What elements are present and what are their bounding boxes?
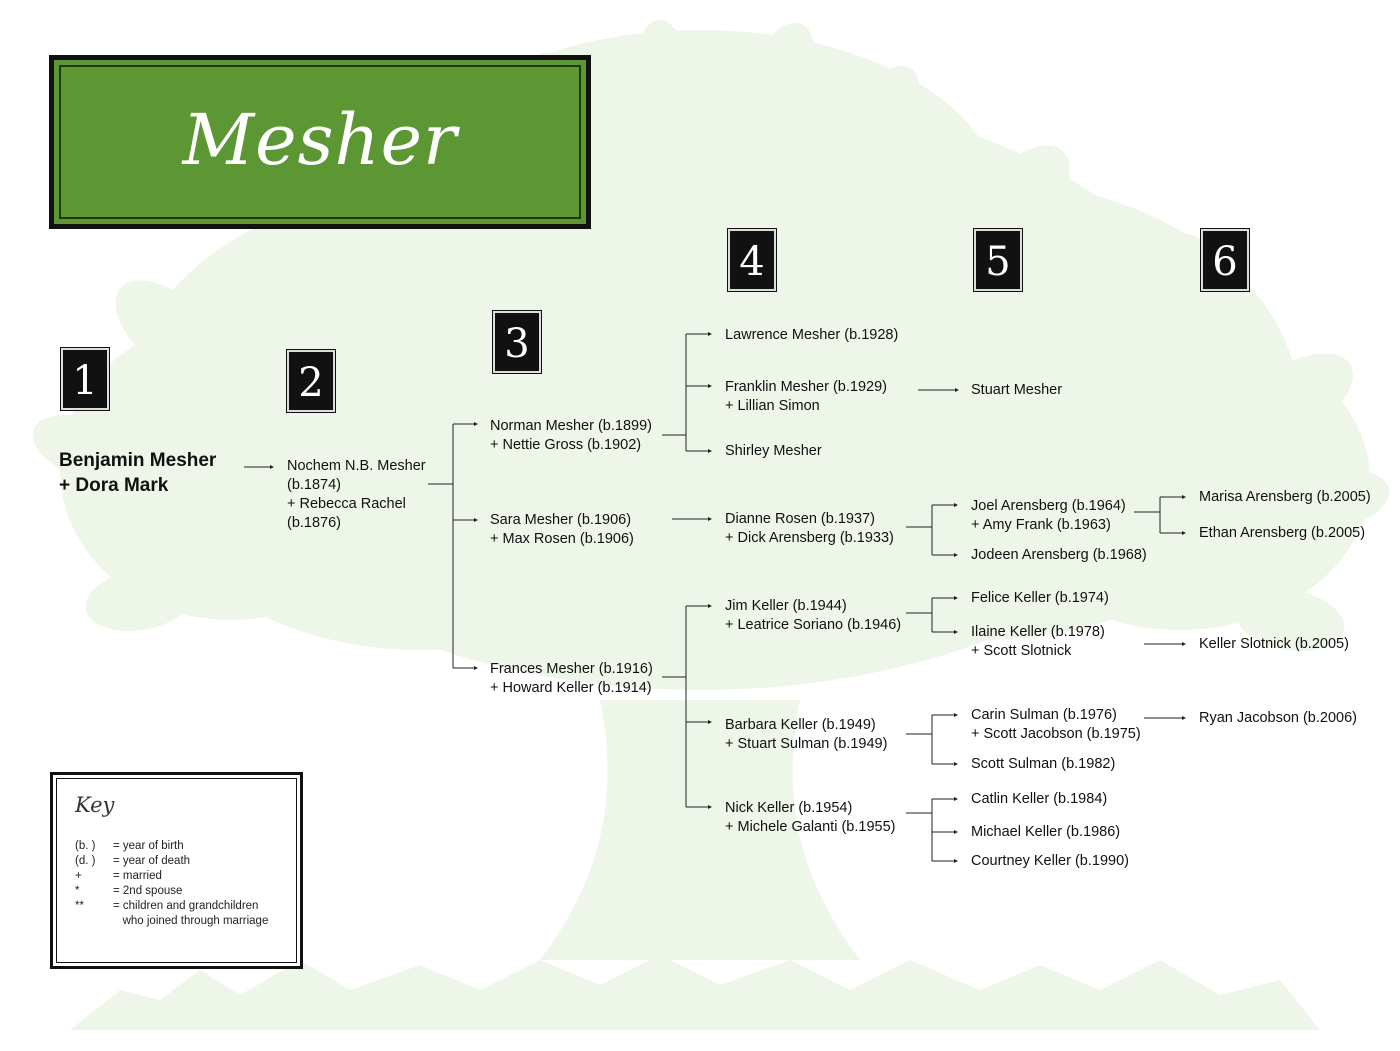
title-banner: Mesher: [49, 55, 591, 229]
person-joel-arensberg: Joel Arensberg (b.1964)+ Amy Frank (b.19…: [971, 498, 1126, 533]
generation-badge-2: 2: [287, 350, 335, 412]
person-nochem-mesher: Nochem N.B. Mesher(b.1874) + Rebecca Rac…: [287, 458, 426, 531]
family-name-title: Mesher: [182, 99, 458, 181]
person-barbara-keller: Barbara Keller (b.1949)+ Stuart Sulman (…: [725, 717, 888, 752]
person-jodeen-arensberg: Jodeen Arensberg (b.1968): [971, 547, 1147, 563]
person-ryan-jacobson: Ryan Jacobson (b.2006): [1199, 710, 1357, 726]
person-jim-keller: Jim Keller (b.1944)+ Leatrice Soriano (b…: [725, 598, 902, 633]
legend-row: += married: [75, 870, 162, 882]
generation-badge-5: 5: [974, 229, 1022, 291]
person-scott-sulman: Scott Sulman (b.1982): [971, 756, 1116, 772]
person-ethan-arensberg: Ethan Arensberg (b.2005): [1199, 525, 1366, 541]
person-franklin-mesher: Franklin Mesher (b.1929)+ Lillian Simon: [725, 379, 887, 414]
generation-badge-4: 4: [728, 229, 776, 291]
person-catlin-keller: Catlin Keller (b.1984): [971, 791, 1108, 807]
person-carin-sulman: Carin Sulman (b.1976)+ Scott Jacobson (b…: [971, 707, 1141, 742]
person-courtney-keller: Courtney Keller (b.1990): [971, 853, 1129, 869]
person-marisa-arensberg: Marisa Arensberg (b.2005): [1199, 489, 1371, 505]
person-ilaine-keller: Ilaine Keller (b.1978)+ Scott Slotnick: [971, 624, 1105, 659]
person-shirley-mesher: Shirley Mesher: [725, 443, 822, 459]
legend-row: (d. )= year of death: [75, 855, 191, 867]
person-sara-mesher: Sara Mesher (b.1906)+ Max Rosen (b.1906): [490, 512, 634, 547]
person-keller-slotnick: Keller Slotnick (b.2005): [1199, 636, 1349, 652]
legend-row: (b. )= year of birth: [75, 840, 184, 852]
person-benjamin-mesher: Benjamin Mesher+ Dora Mark: [59, 450, 217, 496]
generation-badge-3: 3: [493, 311, 541, 373]
person-dianne-rosen: Dianne Rosen (b.1937)+ Dick Arensberg (b…: [725, 511, 894, 546]
legend-row: who joined through marriage: [113, 915, 269, 927]
legend-title: Key: [75, 793, 115, 817]
legend-row: **= children and grandchildren: [75, 900, 259, 912]
person-stuart-mesher: Stuart Mesher: [971, 382, 1063, 398]
person-michael-keller: Michael Keller (b.1986): [971, 824, 1121, 840]
generation-badge-1: 1: [61, 348, 109, 410]
legend-row: *= 2nd spouse: [75, 885, 183, 897]
generation-badge-6: 6: [1201, 229, 1249, 291]
person-frances-mesher: Frances Mesher (b.1916)+ Howard Keller (…: [490, 661, 653, 696]
person-nick-keller: Nick Keller (b.1954)+ Michele Galanti (b…: [725, 800, 896, 835]
person-lawrence-mesher: Lawrence Mesher (b.1928): [725, 327, 899, 343]
person-felice-keller: Felice Keller (b.1974): [971, 590, 1109, 606]
legend-key-box: Key (b. )= year of birth (d. )= year of …: [50, 772, 303, 969]
person-norman-mesher: Norman Mesher (b.1899)+ Nettie Gross (b.…: [490, 418, 652, 453]
